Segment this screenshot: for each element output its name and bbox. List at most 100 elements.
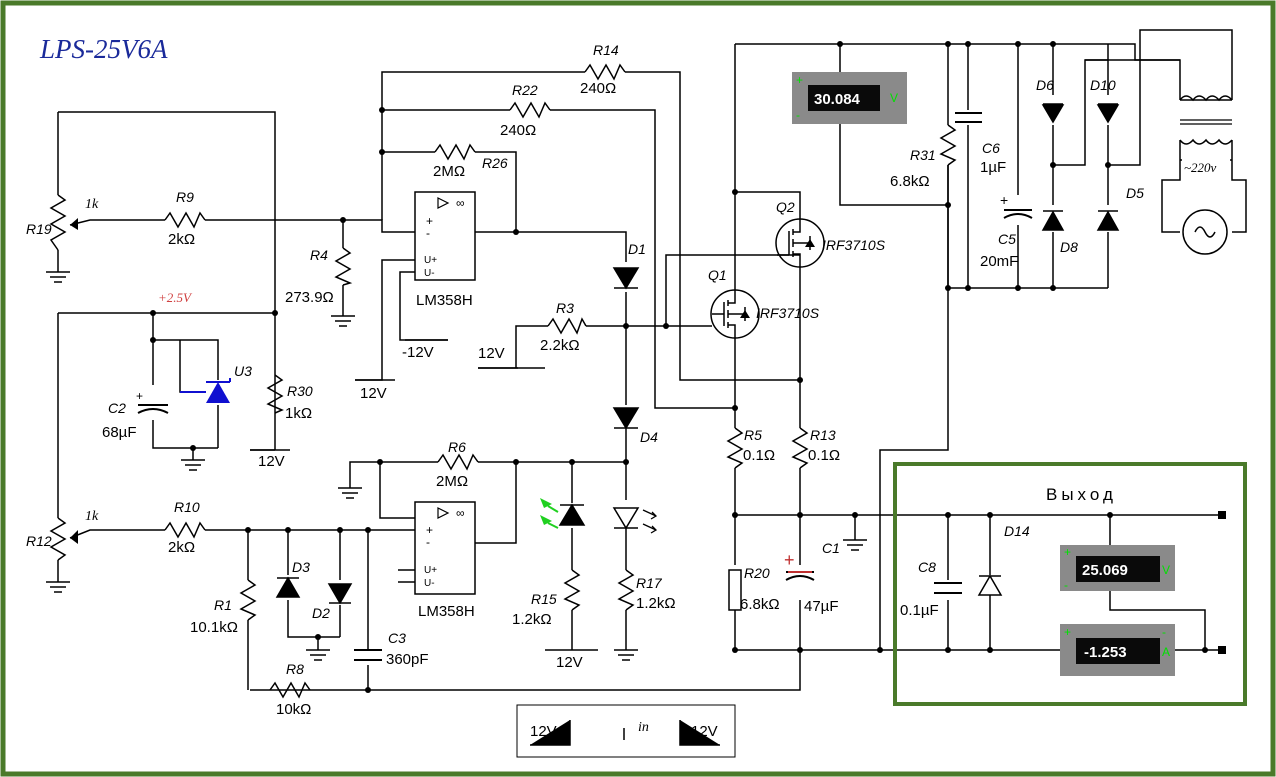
meter-out-current-value: -1.253 [1084, 644, 1127, 661]
resistor-r20 [728, 569, 742, 611]
meter-out-voltage-minus: - [1064, 578, 1068, 592]
label-q2-value: IRF3710S [822, 237, 886, 253]
label-r3: R3 [556, 300, 574, 316]
label-r6-value: 2MΩ [436, 473, 468, 490]
mosfets [710, 216, 825, 340]
label-d6: D6 [1036, 77, 1054, 93]
resistor-r1 [239, 579, 257, 621]
supply-bars [250, 339, 598, 651]
resistor-r8 [269, 681, 311, 699]
meter-top-minus: - [796, 108, 800, 122]
resistor-r4 [334, 247, 353, 286]
label-r1-value: 10.1kΩ [190, 619, 238, 636]
meter-out-current-minus: - [1162, 625, 1166, 639]
meter-top-plus: + [796, 73, 803, 87]
label-r14-value: 240Ω [580, 80, 616, 97]
capacitor-c5 [1003, 209, 1033, 219]
label-r22-value: 240Ω [500, 122, 536, 139]
label-r13-value: 0.1Ω [808, 447, 840, 464]
label-r26: R26 [482, 155, 508, 171]
led-d-left [558, 503, 586, 526]
label-r17-value: 1.2kΩ [636, 595, 676, 612]
label-opamp2-uminus: U- [424, 578, 435, 589]
led-d-right [612, 507, 640, 530]
resistor-r14 [584, 63, 626, 81]
legend-in: in [638, 720, 649, 735]
diode-d14 [977, 574, 1003, 596]
label-r8: R8 [286, 661, 304, 677]
label-r10: R10 [174, 499, 200, 515]
label-r26-value: 2MΩ [433, 163, 465, 180]
meter-top-value: 30.084 [814, 91, 861, 108]
meter-out-current-plus: + [1064, 625, 1071, 639]
zener-u3 [206, 382, 230, 403]
resistor-r10 [164, 521, 206, 539]
label-r17: R17 [636, 575, 663, 591]
capacitor-c3 [354, 649, 382, 661]
label-r8-value: 10kΩ [276, 701, 311, 718]
opamps [414, 191, 476, 595]
label-12v-c: 12V [478, 345, 505, 362]
potentiometer-r12 [49, 517, 67, 561]
label-c6-value: 1µF [980, 159, 1006, 176]
resistor-r13 [791, 427, 809, 469]
led-glow-lines [547, 505, 559, 529]
label-c1-plus: + [784, 550, 795, 570]
schematic-title: LPS-25V6A [39, 34, 168, 64]
meter-top-unit: V [890, 91, 898, 105]
label-c6: C6 [982, 140, 1000, 156]
label-r15-value: 1.2kΩ [512, 611, 552, 628]
diode-d3 [275, 576, 301, 598]
legend-12v: 12V [530, 723, 557, 740]
resistor-r6 [437, 453, 479, 471]
diode-d4 [612, 407, 640, 430]
label-neg12v-a: -12V [402, 344, 434, 361]
label-output: Выход [1046, 485, 1117, 504]
label-r30: R30 [287, 383, 313, 399]
label-r5-value: 0.1Ω [743, 447, 775, 464]
label-d4: D4 [640, 429, 658, 445]
label-opamp1-uplus: U+ [424, 255, 437, 266]
label-r12: R12 [26, 533, 52, 549]
resistors [49, 63, 957, 699]
label-r13: R13 [810, 427, 836, 443]
label-d2: D2 [312, 605, 330, 621]
label-q1-value: IRF3710S [756, 305, 820, 321]
label-r22: R22 [512, 82, 538, 98]
label-r15: R15 [531, 591, 557, 607]
output-terminal-negative [1218, 646, 1226, 654]
opamp-lm358-bottom [414, 501, 476, 595]
label-mains: ~220v [1184, 160, 1217, 175]
label-d3: D3 [292, 559, 310, 575]
label-opamp1: LM358H [416, 292, 473, 309]
resistor-r15 [563, 569, 581, 611]
label-r19: R19 [26, 221, 52, 237]
label-r10-value: 2kΩ [168, 539, 195, 556]
potentiometer-wiper-r19 [70, 218, 78, 230]
label-r19-value: 1k [85, 197, 99, 212]
label-ref-voltage: +2.5V [158, 290, 193, 305]
diode-d2 [327, 583, 353, 605]
ground-symbols [46, 271, 867, 751]
label-d10: D10 [1090, 77, 1116, 93]
label-c2-value: 68µF [102, 424, 137, 441]
mosfet-q2-diode [805, 239, 815, 247]
potentiometer-r19 [49, 194, 67, 251]
label-c1-value: 47µF [804, 598, 839, 615]
capacitor-c2 [137, 404, 169, 414]
resistor-r17 [617, 569, 635, 611]
resistor-r5 [726, 427, 744, 469]
label-c8-value: 0.1µF [900, 602, 939, 619]
label-r5: R5 [744, 427, 762, 443]
output-section-box [893, 462, 1247, 706]
label-opamp1-minus: - [426, 226, 430, 240]
diodes [275, 103, 1120, 605]
label-opamp1-uminus: U- [424, 268, 435, 279]
meter-top-voltage: 30.084 V + - [792, 72, 907, 124]
meter-out-current: -1.253 A + - [1060, 624, 1175, 676]
capacitor-c8 [934, 582, 962, 594]
label-c3-value: 360pF [386, 651, 429, 668]
zener-u3-bar [206, 378, 231, 383]
legend-neg12v: -12V [686, 723, 718, 740]
